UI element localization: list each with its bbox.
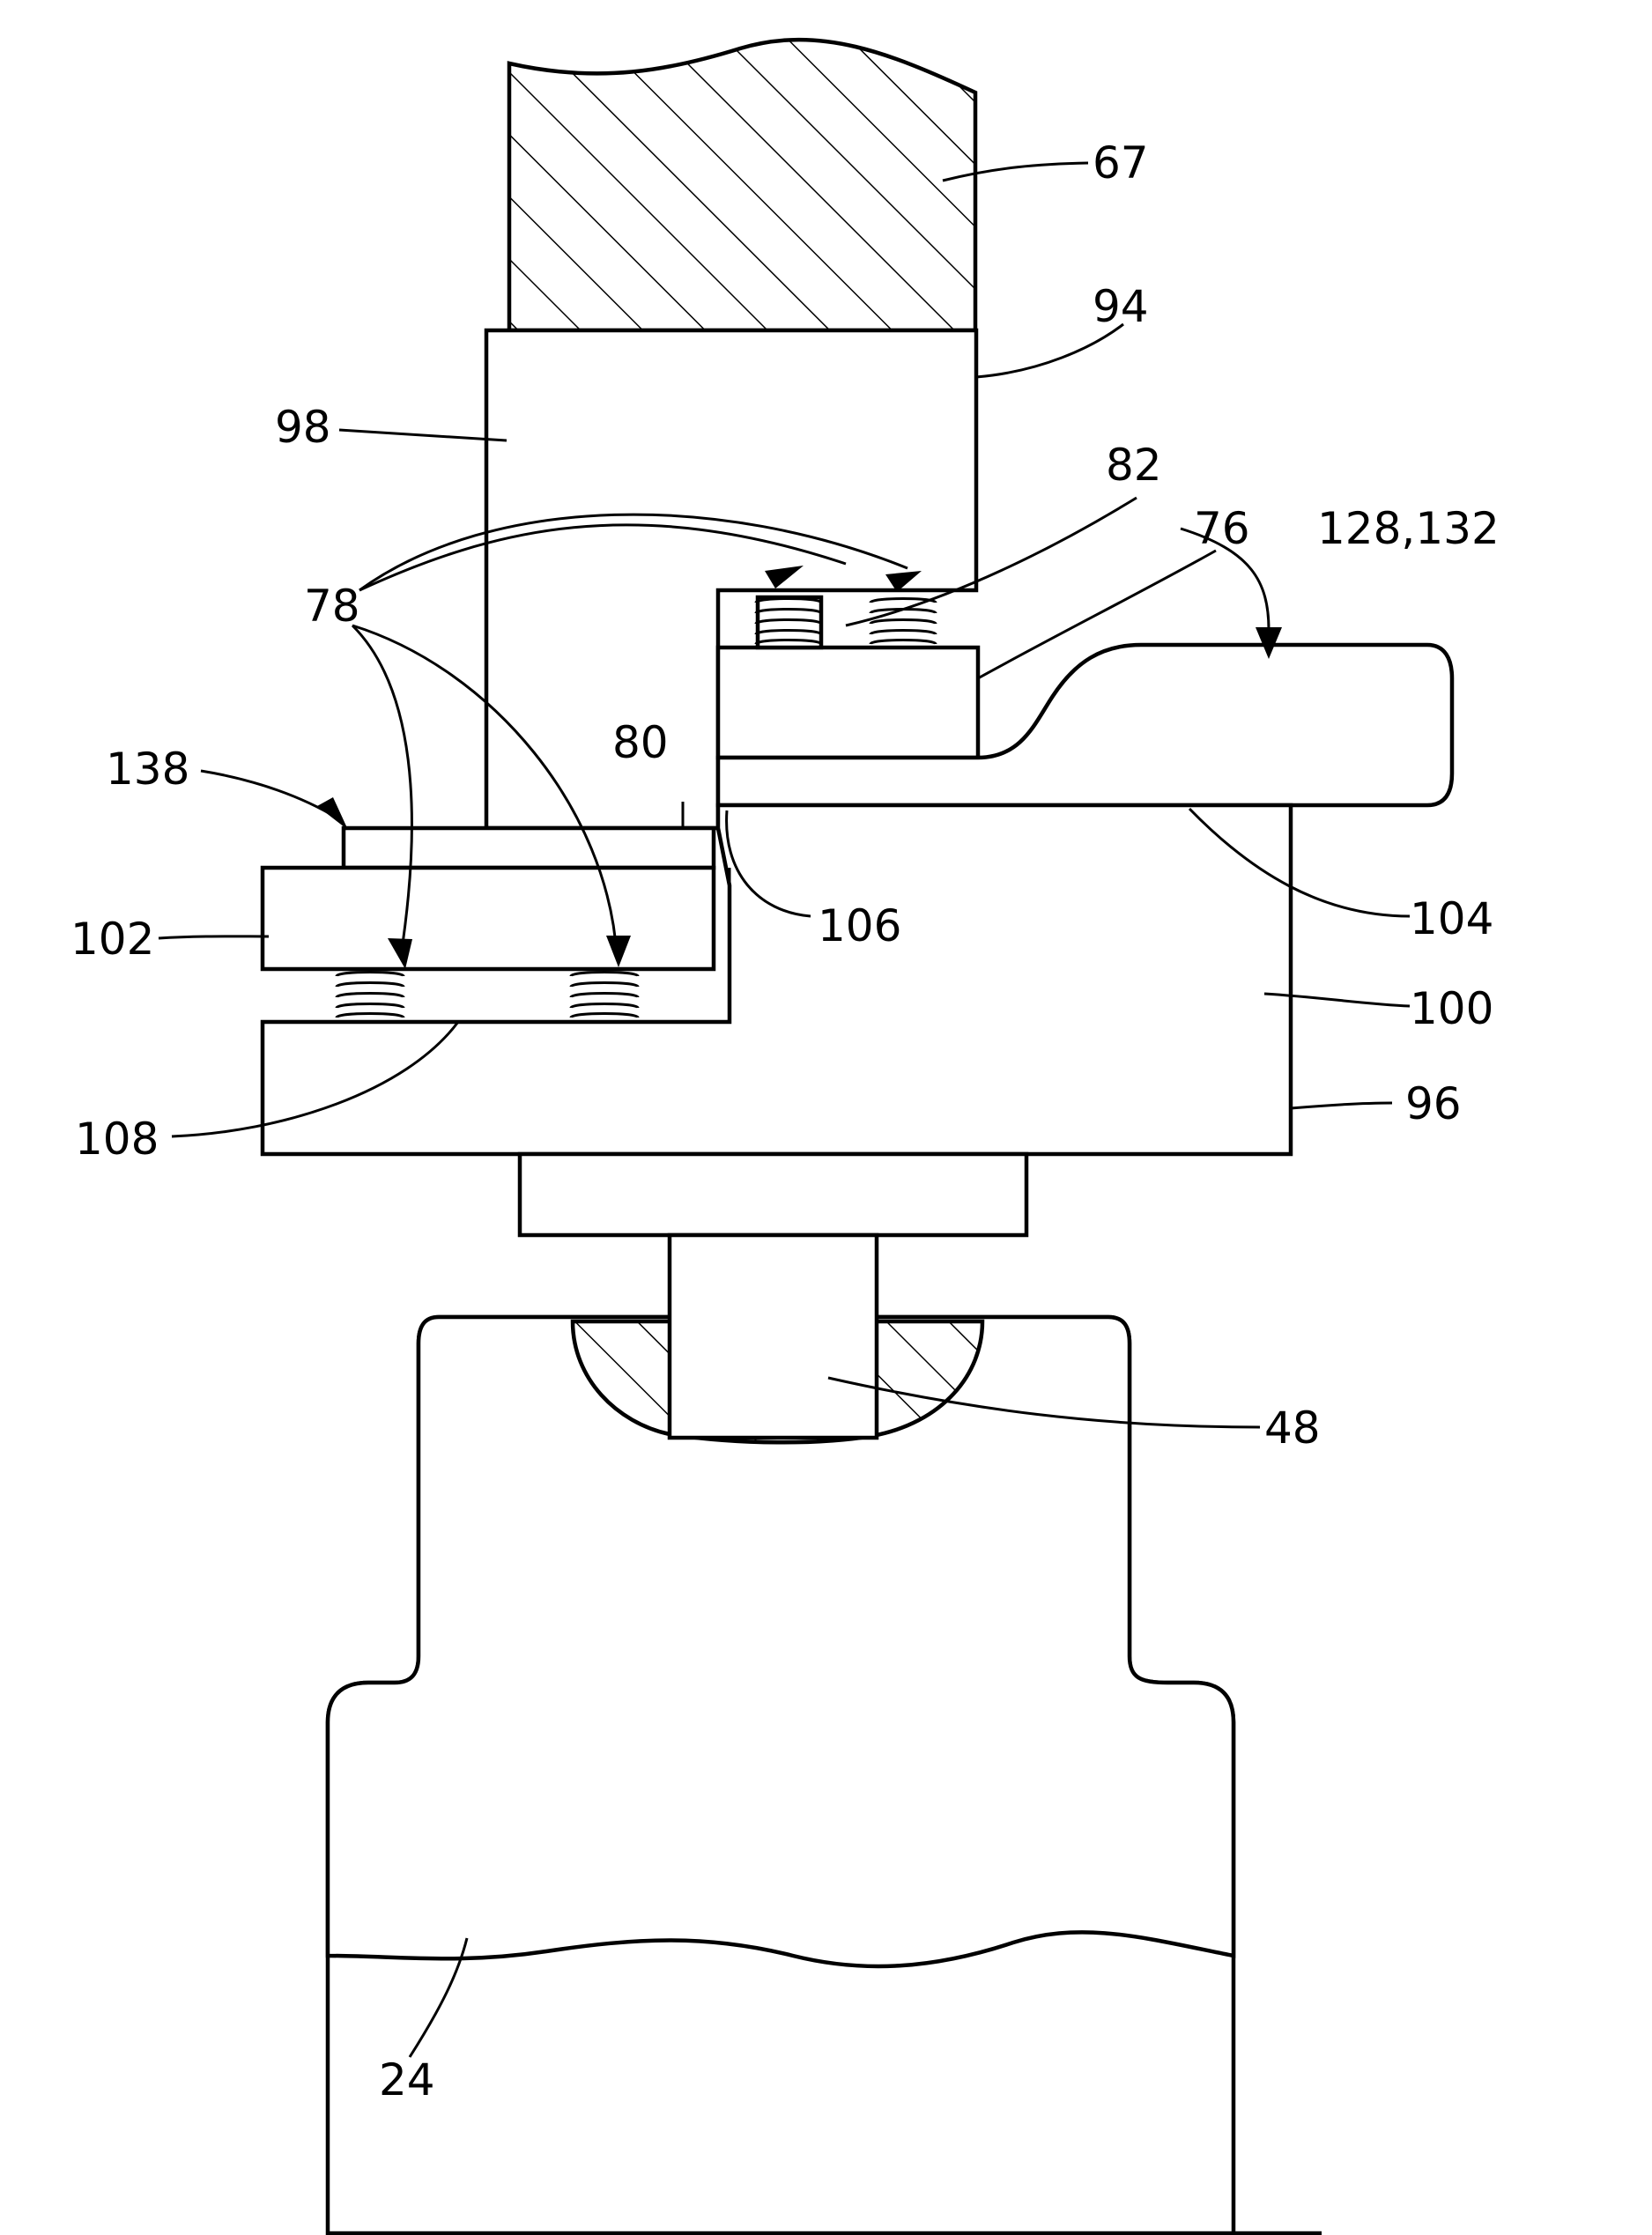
label-96: 96 [1405, 1078, 1462, 1129]
label-100: 100 [1410, 983, 1493, 1034]
label-108: 108 [75, 1114, 159, 1165]
leader-94 [976, 324, 1123, 377]
label-102: 102 [70, 914, 154, 965]
leader-138 [201, 771, 339, 819]
label-24: 24 [379, 2054, 435, 2105]
upper-member-67 [509, 40, 975, 330]
plate-138 [344, 828, 714, 868]
spring-lower-right [571, 973, 638, 1018]
label-128-132: 128,132 [1317, 503, 1500, 554]
shaft-48 [670, 1235, 877, 1438]
plate-102 [263, 868, 714, 969]
label-104: 104 [1410, 893, 1493, 944]
leader-102 [159, 936, 269, 938]
label-138: 138 [106, 744, 189, 795]
label-78: 78 [304, 581, 360, 632]
spring-upper-left [756, 597, 821, 648]
label-76: 76 [1194, 503, 1250, 554]
label-106: 106 [818, 900, 901, 951]
spring-lower-left [337, 973, 404, 1018]
label-67: 67 [1093, 137, 1149, 189]
spring-upper-right [870, 599, 936, 645]
label-48: 48 [1264, 1402, 1321, 1454]
leader-98 [339, 430, 507, 440]
leader-96 [1291, 1103, 1392, 1108]
label-94: 94 [1093, 281, 1149, 332]
label-82: 82 [1106, 440, 1162, 491]
label-98: 98 [275, 402, 331, 453]
label-80: 80 [612, 717, 669, 768]
collar [520, 1154, 1026, 1235]
flange-76 [718, 648, 978, 758]
